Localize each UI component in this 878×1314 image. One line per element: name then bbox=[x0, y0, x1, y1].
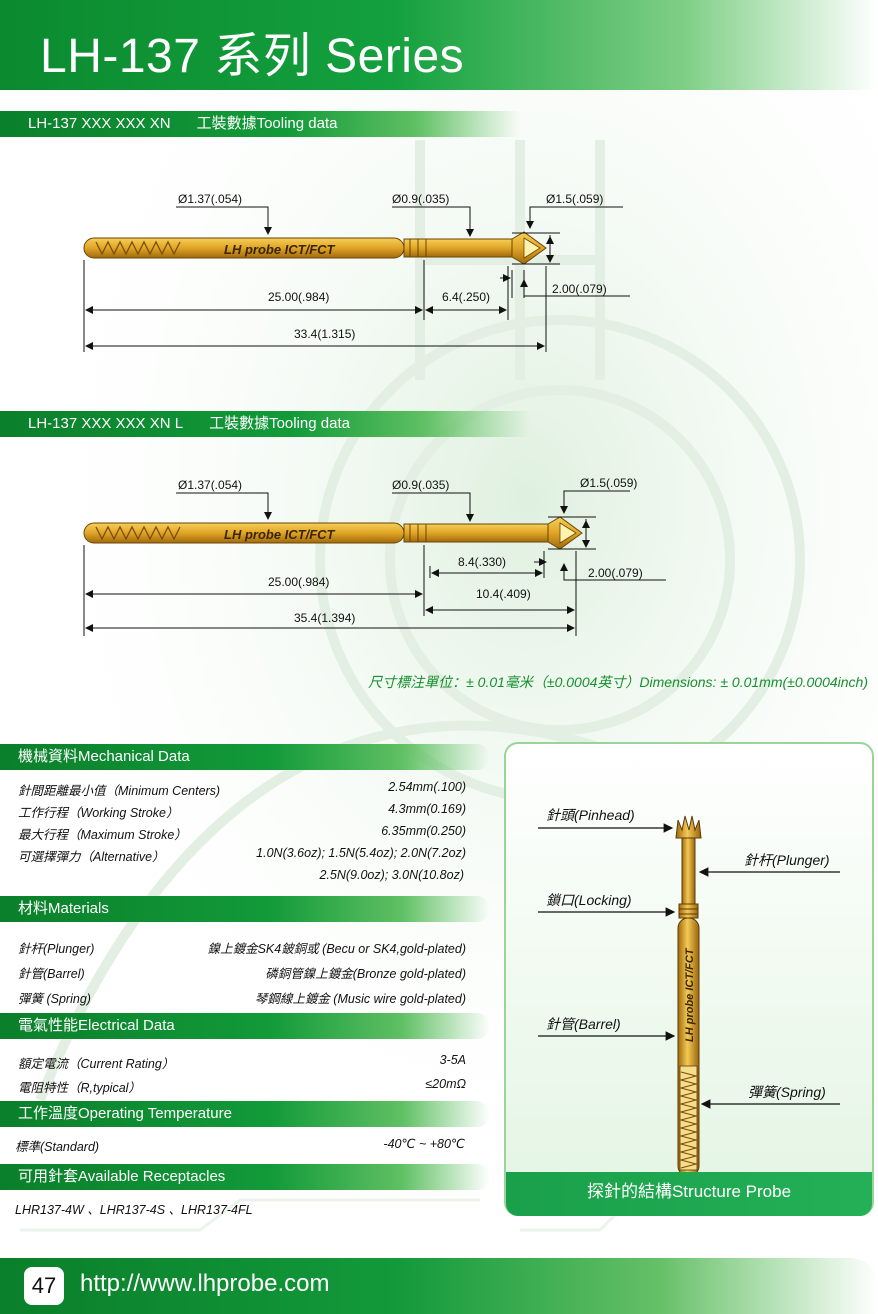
probe1-plunger bbox=[403, 238, 513, 258]
d1-barrel-len: 25.00(.984) bbox=[268, 290, 329, 304]
title-banner bbox=[0, 0, 878, 90]
footer-bar bbox=[0, 1258, 878, 1314]
structure-diagram: LH probe ICT/FCT bbox=[538, 815, 840, 1177]
d2-inner-len: 8.4(.330) bbox=[458, 555, 506, 569]
mech-row-5-value: 2.5N(9.0oz); 3.0N(10.8oz) bbox=[319, 868, 464, 882]
d1-total-len: 33.4(1.315) bbox=[294, 327, 355, 341]
mech-row-1-label: 針間距離最小值（Minimum Centers) bbox=[18, 784, 221, 798]
temp-row-1-value: -40℃ ~ +80℃ bbox=[383, 1137, 465, 1151]
structure-probe-text: LH probe ICT/FCT bbox=[684, 947, 696, 1042]
label-plunger: 針杆(Plunger) bbox=[744, 852, 830, 868]
drawing1-model: LH-137 XXX XXX XN bbox=[28, 115, 171, 132]
d1-plunger-dia: Ø0.9(.035) bbox=[392, 192, 449, 206]
temperature-header: 工作溫度Operating Temperature bbox=[0, 1101, 490, 1127]
receptacles-list: LHR137-4W 、LHR137-4S 、LHR137-4FL bbox=[15, 1203, 253, 1217]
d2-tip-dia: Ø1.5(.059) bbox=[580, 476, 637, 490]
materials-header: 材料Materials bbox=[0, 896, 490, 922]
d1-tip-len: 2.00(.079) bbox=[552, 282, 607, 296]
drawing2-section: 工裝數據Tooling data bbox=[209, 415, 350, 432]
mat-row-3-label: 彈簧 (Spring) bbox=[18, 992, 91, 1006]
dimensions-note: 尺寸標注單位：± 0.01毫米（±0.0004英寸）Dimensions: ± … bbox=[368, 674, 868, 690]
mat-row-3-value: 琴鋼線上鍍金 (Music wire gold-plated) bbox=[254, 992, 466, 1006]
d2-plunger-dia: Ø0.9(.035) bbox=[392, 478, 449, 492]
probe2-text: LH probe ICT/FCT bbox=[224, 527, 336, 542]
label-locking: 鎖口(Locking) bbox=[546, 892, 632, 908]
mat-row-1-label: 針杆(Plunger) bbox=[18, 942, 95, 956]
mech-row-3-label: 最大行程（Maximum Stroke） bbox=[18, 828, 187, 842]
d1-plunger-len: 6.4(.250) bbox=[442, 290, 490, 304]
elec-row-1-value: 3-5A bbox=[439, 1053, 466, 1067]
d2-barrel-dia: Ø1.37(.054) bbox=[178, 478, 242, 492]
probe-drawing-2: LH probe ICT/FCT Ø1.37(.054) Ø0.9(.035) … bbox=[83, 476, 666, 636]
electrical-header: 電氣性能Electrical Data bbox=[0, 1013, 490, 1039]
structure-plunger bbox=[681, 837, 696, 905]
mech-row-2-value: 4.3mm(0.169) bbox=[388, 802, 466, 816]
mech-row-4-value: 1.0N(3.6oz); 1.5N(5.4oz); 2.0N(7.2oz) bbox=[256, 846, 466, 860]
structure-crown bbox=[675, 815, 702, 839]
footer-url-link[interactable]: http://www.lhprobe.com bbox=[80, 1270, 330, 1297]
elec-row-2-value: ≤20mΩ bbox=[425, 1077, 466, 1091]
d2-total-len: 35.4(1.394) bbox=[294, 611, 355, 625]
mech-row-3-value: 6.35mm(0.250) bbox=[381, 824, 466, 838]
d2-plunger-len: 10.4(.409) bbox=[476, 587, 531, 601]
receptacles-header: 可用針套Available Receptacles bbox=[0, 1164, 490, 1190]
probe1-text: LH probe ICT/FCT bbox=[224, 242, 336, 257]
mechanical-header: 機械資料Mechanical Data bbox=[0, 744, 490, 770]
d1-tip-dia: Ø1.5(.059) bbox=[546, 192, 603, 206]
label-barrel: 針管(Barrel) bbox=[546, 1016, 621, 1032]
elec-row-1-label: 額定電流（Current Rating） bbox=[18, 1057, 175, 1071]
drawing2-header: LH-137 XXX XXX XN L 工裝數據Tooling data bbox=[0, 411, 530, 437]
drawing2-model: LH-137 XXX XXX XN L bbox=[28, 415, 184, 432]
mech-row-2-label: 工作行程（Working Stroke） bbox=[18, 806, 179, 820]
drawing1-header: LH-137 XXX XXX XN 工裝數據Tooling data bbox=[0, 111, 520, 137]
page-number: 47 bbox=[24, 1267, 64, 1305]
label-spring: 彈簧(Spring) bbox=[748, 1084, 826, 1100]
page-title: LH-137 系列 Series bbox=[40, 30, 465, 83]
structure-caption: 探針的結構Structure Probe bbox=[506, 1172, 872, 1216]
probe-drawing-1: LH probe ICT/FCT Ø1.37(.054) Ø0.9(.035) … bbox=[83, 192, 630, 352]
d2-barrel-len: 25.00(.984) bbox=[268, 575, 329, 589]
elec-row-2-label: 電阻特性（R,typical） bbox=[18, 1081, 141, 1095]
mat-row-2-value: 磷銅管鎳上鍍金(Bronze gold-plated) bbox=[265, 967, 466, 981]
d1-barrel-dia: Ø1.37(.054) bbox=[178, 192, 242, 206]
mech-row-1-value: 2.54mm(.100) bbox=[388, 780, 466, 794]
mat-row-2-label: 針管(Barrel) bbox=[18, 967, 85, 981]
mech-row-4-label: 可選擇彈力（Alternative） bbox=[18, 850, 165, 864]
d2-tip-len: 2.00(.079) bbox=[588, 566, 643, 580]
drawing1-section: 工裝數據Tooling data bbox=[196, 115, 338, 132]
mat-row-1-value: 鎳上鍍金SK4鈹銅或 (Becu or SK4,gold-plated) bbox=[207, 942, 466, 956]
temp-row-1-label: 標準(Standard) bbox=[15, 1140, 100, 1154]
label-pinhead: 針頭(Pinhead) bbox=[546, 807, 635, 823]
